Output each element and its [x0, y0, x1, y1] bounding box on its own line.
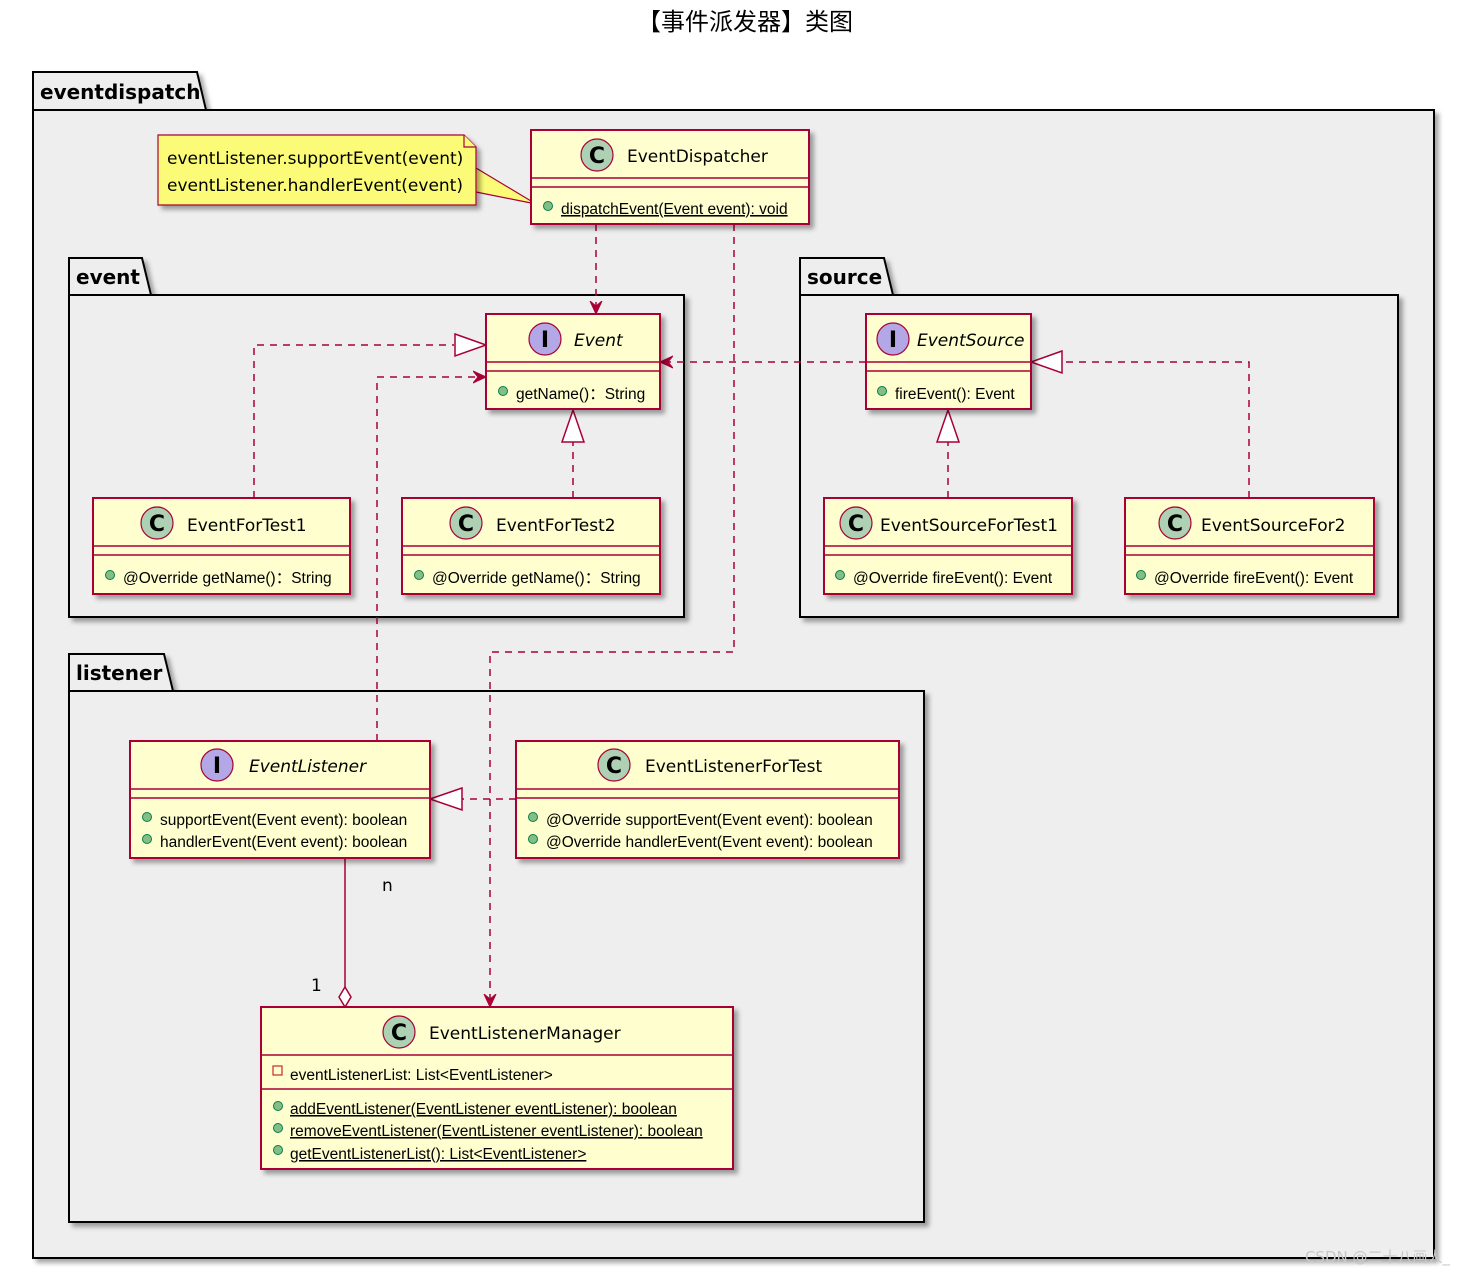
class-name: EventForTest2: [496, 516, 616, 536]
method: @Override supportEvent(Event event): boo…: [546, 812, 873, 829]
public-method-icon: [1136, 570, 1146, 580]
public-method-icon: [105, 570, 115, 580]
interface-name: EventSource: [917, 331, 1024, 351]
class-eventfortest2[interactable]: C EventForTest2 @Override getName()：Stri…: [401, 497, 661, 595]
public-method-icon: [528, 812, 538, 822]
public-method-icon: [835, 570, 845, 580]
multiplicity-n: n: [382, 876, 393, 896]
field: eventListenerList: List<EventListener>: [290, 1067, 553, 1084]
method: fireEvent(): Event: [895, 386, 1015, 403]
public-method-icon: [273, 1145, 283, 1155]
class-badge-icon: C: [382, 1015, 416, 1049]
svg-text:I: I: [889, 328, 897, 353]
interface-eventlistener[interactable]: I EventListener supportEvent(Event event…: [129, 740, 431, 859]
class-badge-icon: C: [140, 506, 174, 540]
public-method-icon: [414, 570, 424, 580]
public-method-icon: [543, 201, 553, 211]
diagram-title: 【事件派发器】类图: [637, 8, 853, 36]
package-source-label: source: [807, 265, 882, 289]
method: handlerEvent(Event event): boolean: [160, 834, 407, 851]
method: @Override getName()：String: [123, 570, 332, 587]
method: supportEvent(Event event): boolean: [160, 812, 407, 829]
public-method-icon: [498, 386, 508, 396]
public-method-icon: [273, 1101, 283, 1111]
svg-text:C: C: [391, 1021, 407, 1046]
class-eventfortest1[interactable]: C EventForTest1 @Override getName()：Stri…: [92, 497, 351, 595]
class-eventlistenerfortest[interactable]: C EventListenerForTest @Override support…: [515, 740, 900, 859]
realization-head-eventsourcefor2: [1028, 349, 1063, 375]
relationships: [253, 167, 1250, 1009]
method: getEventListenerList(): List<EventListen…: [290, 1146, 586, 1163]
note: eventListener.supportEvent(event) eventL…: [157, 134, 477, 206]
class-eventsourcefortest1[interactable]: C EventSourceForTest1 @Override fireEven…: [823, 497, 1073, 595]
class-name: EventForTest1: [187, 516, 307, 536]
dependency-dispatcher-manager: [490, 224, 735, 1007]
method: addEventListener(EventListener eventList…: [290, 1101, 677, 1118]
interface-badge-icon: I: [528, 322, 562, 356]
multiplicity-1: 1: [311, 976, 322, 996]
public-method-icon: [142, 812, 152, 822]
class-badge-icon: C: [449, 506, 483, 540]
method: @Override handlerEvent(Event event): boo…: [546, 834, 873, 851]
realization-head-eventlistenerfortest: [427, 786, 463, 812]
realization-head-eventsourcefortest1: [935, 407, 961, 443]
public-method-icon: [273, 1123, 283, 1133]
class-name: EventSourceForTest1: [880, 516, 1058, 536]
interface-badge-icon: I: [200, 748, 234, 782]
svg-text:I: I: [541, 328, 549, 353]
interface-event[interactable]: I Event getName()：String: [485, 313, 661, 410]
package-event-label: event: [76, 265, 140, 289]
svg-text:C: C: [589, 144, 605, 169]
class-eventlistenermanager[interactable]: C EventListenerManager eventListenerList…: [260, 1006, 734, 1170]
dependency-listener-event: [376, 377, 486, 741]
interface-name: EventListener: [249, 757, 367, 777]
svg-text:C: C: [1167, 512, 1183, 537]
svg-text:C: C: [606, 754, 622, 779]
class-eventsourcefor2[interactable]: C EventSourceFor2 @Override fireEvent():…: [1124, 497, 1375, 595]
interface-eventsource[interactable]: I EventSource fireEvent(): Event: [865, 313, 1032, 410]
interface-name: Event: [574, 331, 624, 351]
interface-badge-icon: I: [876, 322, 910, 356]
method: @Override getName()：String: [432, 570, 641, 587]
class-eventdispatcher[interactable]: C EventDispatcher dispatchEvent(Event ev…: [530, 129, 810, 225]
realization-eventfortest1: [253, 344, 454, 498]
public-method-icon: [528, 834, 538, 844]
method: getName()：String: [516, 386, 645, 403]
class-badge-icon: C: [597, 748, 631, 782]
private-field-icon: [272, 1065, 283, 1076]
method: dispatchEvent(Event event): void: [561, 201, 788, 218]
realization-head-eventfortest1: [454, 332, 489, 358]
svg-text:C: C: [458, 512, 474, 537]
note-line-2: eventListener.handlerEvent(event): [167, 176, 463, 196]
class-name: EventListenerManager: [429, 1024, 621, 1044]
realization-eventsourcefor2: [1062, 361, 1250, 498]
public-method-icon: [877, 386, 887, 396]
method: removeEventListener(EventListener eventL…: [290, 1123, 703, 1140]
realization-head-eventfortest2: [560, 407, 586, 443]
class-badge-icon: C: [580, 138, 614, 172]
method: @Override fireEvent(): Event: [853, 570, 1053, 587]
watermark: CSDN @二十八画人_: [1305, 1248, 1451, 1267]
method: @Override fireEvent(): Event: [1154, 570, 1354, 587]
class-name: EventDispatcher: [627, 147, 768, 167]
note-line-1: eventListener.supportEvent(event): [167, 149, 463, 169]
svg-text:C: C: [149, 512, 165, 537]
class-name: EventSourceFor2: [1201, 516, 1345, 536]
svg-text:I: I: [213, 754, 221, 779]
class-badge-icon: C: [1158, 506, 1192, 540]
package-listener-label: listener: [76, 661, 163, 685]
package-eventdispatch-label: eventdispatch: [40, 80, 201, 104]
class-name: EventListenerForTest: [645, 757, 822, 777]
svg-text:C: C: [848, 512, 864, 537]
class-badge-icon: C: [839, 506, 873, 540]
public-method-icon: [142, 834, 152, 844]
